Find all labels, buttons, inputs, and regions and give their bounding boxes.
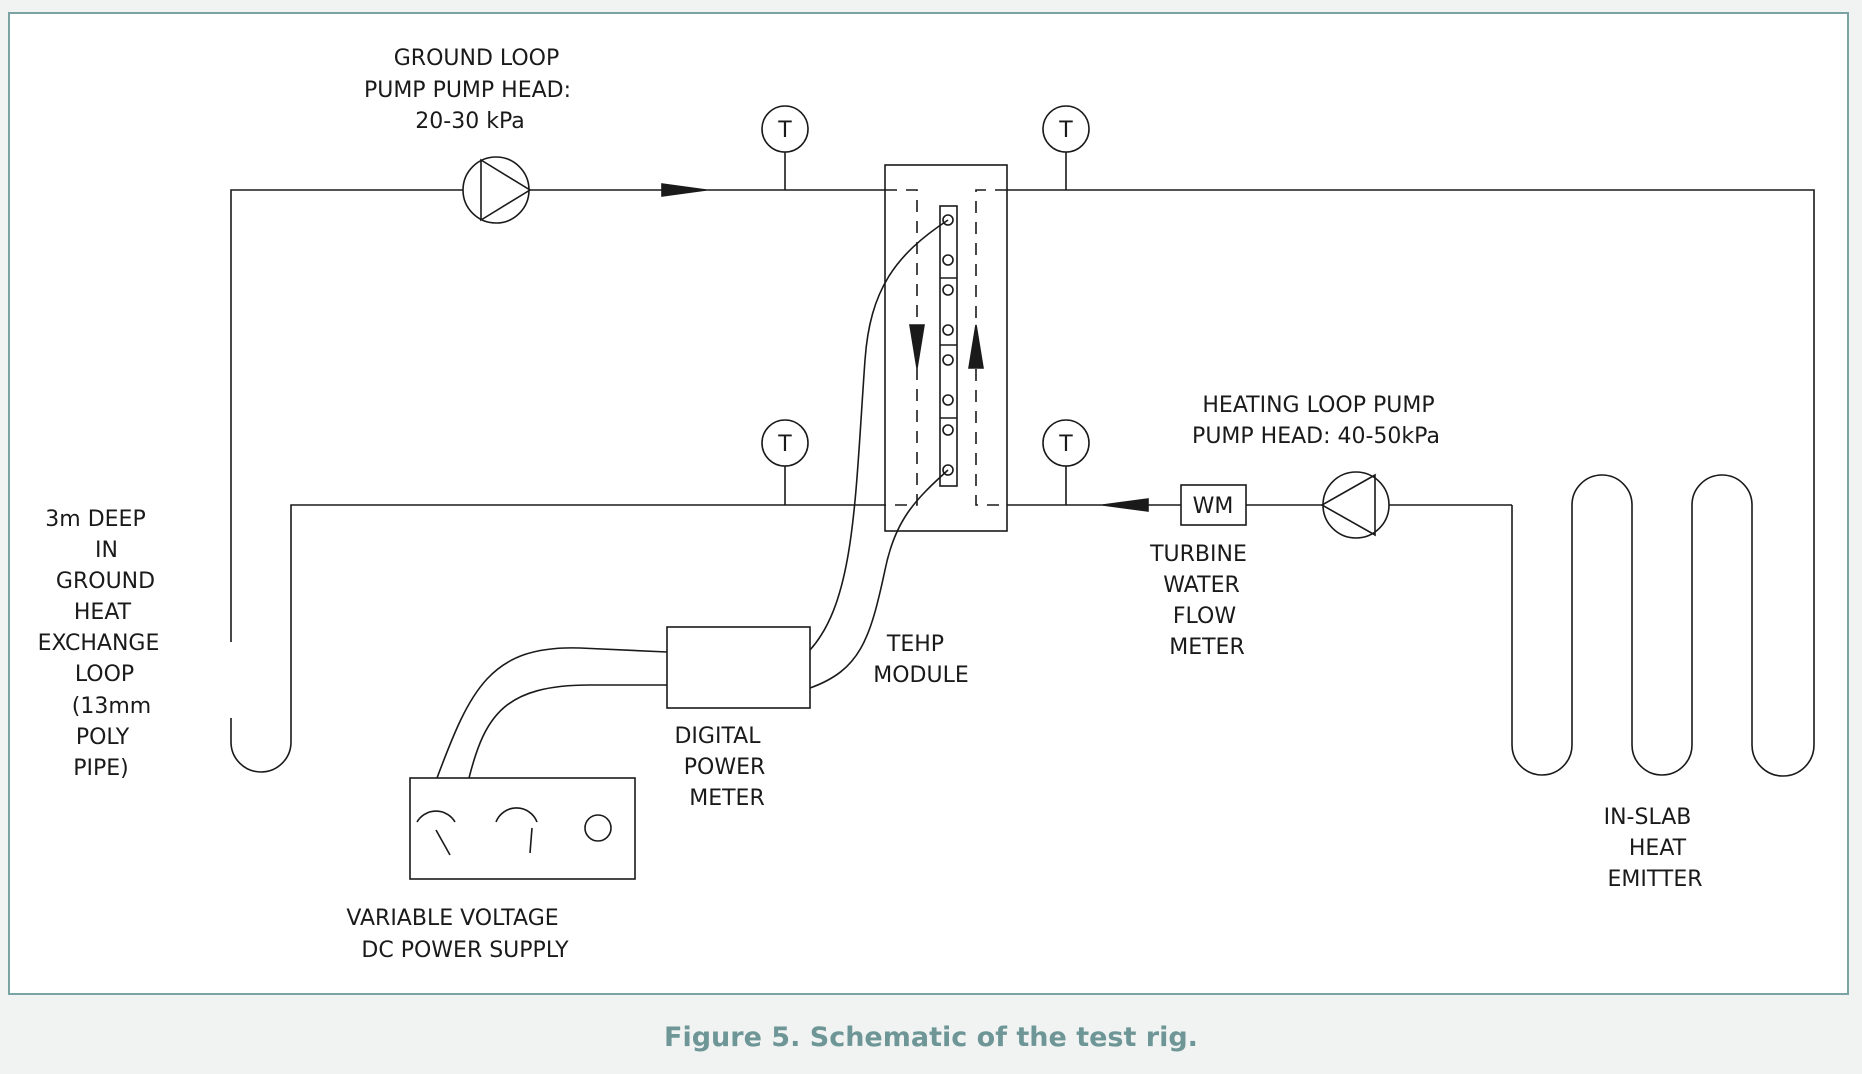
supply-lead-2	[468, 684, 667, 779]
flow-arrow-heating	[1102, 498, 1149, 512]
ground-loop-label: 3m DEEP IN GROUND HEAT EXCHANGE LOOP (13…	[38, 507, 167, 781]
heating-loop-pump	[1320, 471, 1390, 539]
tehp-module	[884, 164, 1008, 532]
turbine-water-flow-meter	[1180, 484, 1247, 526]
sensor-label: T	[777, 432, 792, 457]
ground-loop-supply-pipe	[230, 189, 1815, 718]
in-slab-heat-emitter	[1511, 474, 1815, 777]
temperature-sensor-ground-supply	[761, 105, 809, 190]
temperature-sensor-heating-return	[1042, 419, 1090, 505]
tehp-wire-1	[809, 219, 949, 651]
tehp-wire-2	[809, 469, 949, 689]
flow-arrow-top	[661, 183, 707, 197]
tehp-module-label: TEHP MODULE	[873, 632, 969, 688]
diagram-frame	[8, 12, 1849, 995]
ground-heat-exchange-loop	[230, 504, 885, 773]
digital-power-meter	[666, 626, 811, 709]
heating-loop-pump-label: HEATING LOOP PUMP PUMP HEAD: 40-50kPa	[1192, 393, 1442, 449]
temperature-sensor-ground-return	[761, 419, 809, 505]
test-rig-schematic: T T T T WM GROUND LOOP PUMP PUMP HEAD: 2…	[38, 46, 1815, 963]
dc-power-supply	[409, 777, 636, 880]
figure-caption: Figure 5. Schematic of the test rig.	[664, 1022, 1198, 1053]
supply-lead-1	[436, 647, 668, 779]
ground-loop-pump-label: GROUND LOOP PUMP PUMP HEAD: 20-30 kPa	[364, 46, 578, 134]
flow-arrow-down	[909, 324, 925, 369]
ground-loop-pump	[462, 156, 532, 224]
water-meter-label: WM	[1193, 494, 1234, 519]
flow-arrow-up	[968, 324, 984, 369]
flow-meter-label: TURBINE WATER FLOW METER	[1149, 542, 1254, 660]
sensor-label: T	[1058, 432, 1073, 457]
power-supply-label: VARIABLE VOLTAGE DC POWER SUPPLY	[346, 906, 569, 963]
temperature-sensor-heating-supply	[1042, 105, 1090, 190]
heat-emitter-label: IN-SLAB HEAT EMITTER	[1604, 805, 1703, 892]
sensor-label: T	[777, 118, 792, 143]
sensor-label: T	[1058, 118, 1073, 143]
power-meter-label: DIGITAL POWER METER	[674, 724, 772, 811]
